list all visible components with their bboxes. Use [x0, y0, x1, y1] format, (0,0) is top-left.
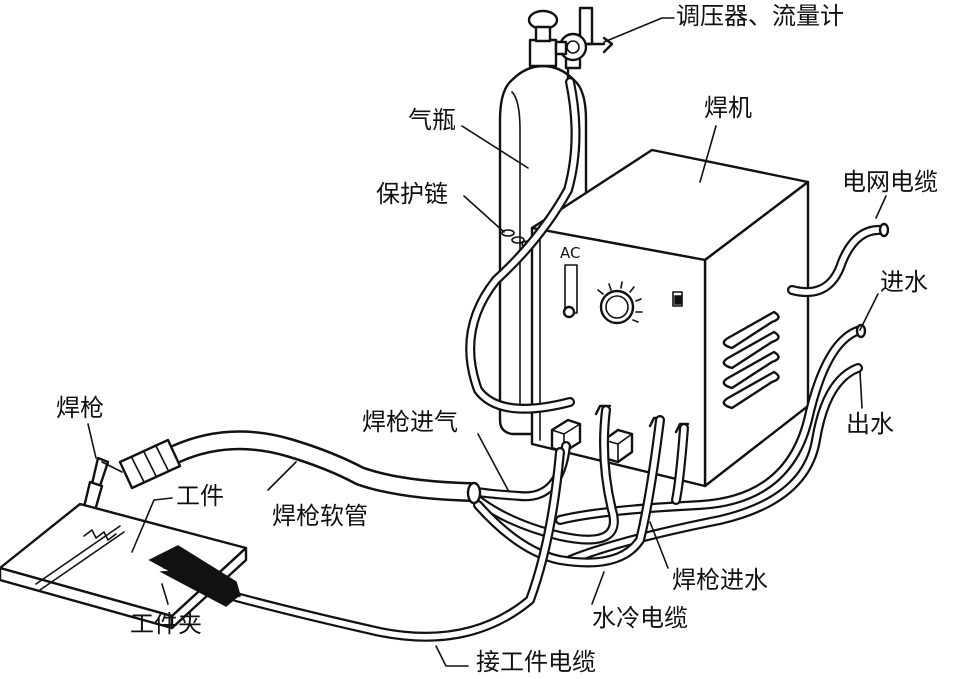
label-safety-chain: 保护链 — [376, 180, 448, 208]
label-water-in: 进水 — [880, 268, 928, 296]
label-workpiece: 工件 — [176, 482, 224, 510]
label-welding-torch: 焊枪 — [56, 394, 104, 422]
label-workpiece-cable: 接工件电缆 — [476, 648, 596, 676]
label-regulator-flowmeter: 调压器、流量计 — [676, 2, 844, 30]
label-welder: 焊机 — [704, 94, 752, 122]
label-grid-cable: 电网电缆 — [842, 168, 938, 196]
welding-machine — [530, 148, 810, 488]
label-workpiece-clamp: 工件夹 — [130, 610, 202, 638]
hoses — [166, 77, 890, 642]
meter-label: AC — [560, 244, 581, 262]
workpiece — [0, 502, 248, 630]
label-torch-hose: 焊枪软管 — [272, 502, 368, 530]
label-water-out: 出水 — [846, 410, 894, 438]
label-torch-water-inlet: 焊枪进水 — [672, 566, 768, 594]
label-water-cooled-cable: 水冷电缆 — [592, 604, 688, 632]
regulator-flowmeter — [527, 6, 614, 84]
label-gas-cylinder: 气瓶 — [408, 106, 456, 134]
label-torch-gas-inlet: 焊枪进气 — [362, 408, 458, 436]
leader-lines — [87, 17, 887, 667]
workpiece-clamp — [148, 545, 241, 607]
